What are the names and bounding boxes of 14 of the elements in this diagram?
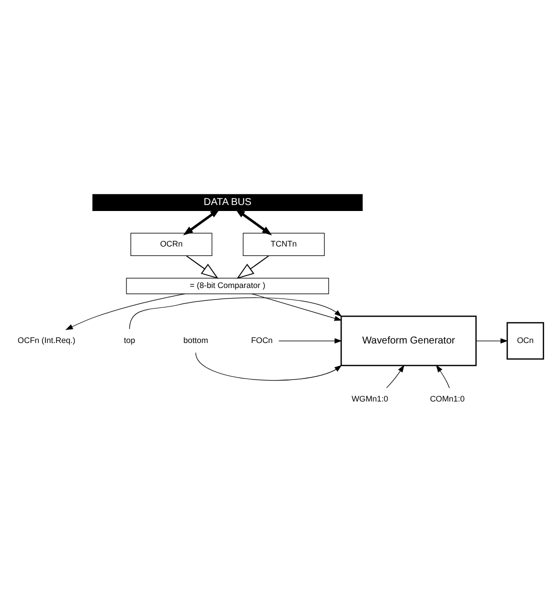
arrow — [436, 364, 450, 388]
arrow — [186, 255, 219, 279]
arrow — [476, 338, 508, 344]
arrow — [236, 255, 270, 279]
arrow — [251, 293, 342, 321]
arrow — [183, 208, 220, 236]
arrow — [278, 338, 342, 344]
arrow — [386, 364, 404, 388]
arrow — [235, 208, 272, 236]
arrow — [195, 352, 342, 381]
arrow — [65, 294, 186, 330]
arrow — [129, 297, 342, 330]
node-box: DATA BUS — [92, 194, 363, 212]
node-box: Waveform Generator — [340, 316, 477, 366]
